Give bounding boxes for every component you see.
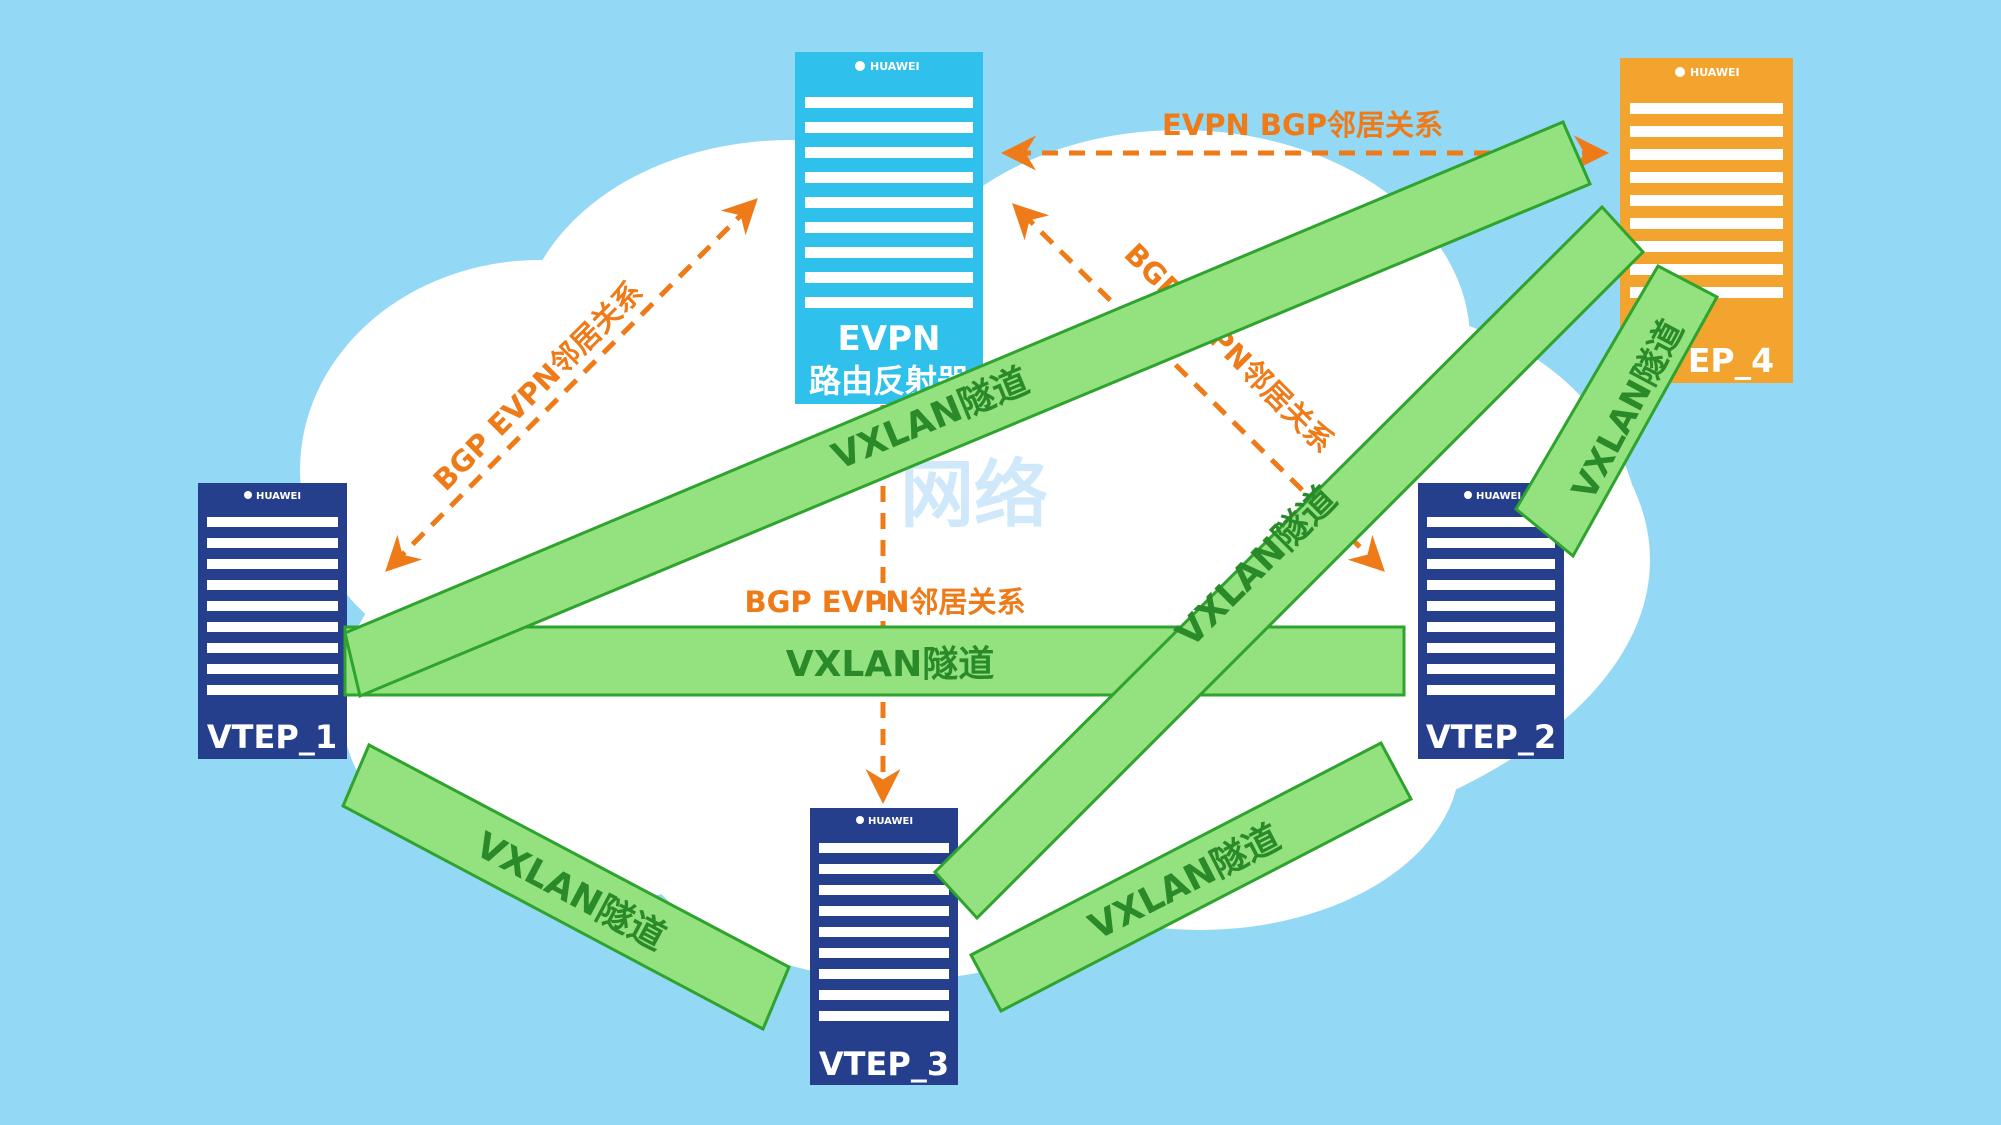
vent-line: [819, 969, 949, 979]
reflector-brand: HUAWEI: [870, 60, 920, 73]
vtep3-label: VTEP_3: [819, 1045, 949, 1083]
vent-line: [1630, 195, 1783, 206]
tunnel-label-vtep1-vtep2: VXLAN隧道: [786, 644, 995, 685]
vent-line: [207, 538, 338, 548]
vent-line: [805, 272, 973, 283]
vent-line: [1630, 103, 1783, 114]
vent-line: [805, 247, 973, 258]
huawei-logo: HUAWEI: [855, 60, 920, 73]
vent-line: [819, 906, 949, 916]
vent-line: [819, 1011, 949, 1021]
vtep4-vent-lines: [1630, 103, 1783, 298]
vent-line: [207, 643, 338, 653]
vtep2-label: VTEP_2: [1426, 718, 1556, 756]
vent-line: [207, 559, 338, 569]
vent-line: [207, 685, 338, 695]
tunnel-vtep2-vtep4: [1514, 264, 1720, 559]
vent-line: [819, 990, 949, 1000]
vent-line: [819, 948, 949, 958]
vent-line: [1630, 218, 1783, 229]
vent-line: [1427, 664, 1555, 674]
vtep1-label: VTEP_1: [207, 718, 337, 756]
vent-line: [805, 197, 973, 208]
evpn-route-reflector: HUAWEI EVPN 路由反射器: [795, 52, 983, 404]
vent-line: [1427, 580, 1555, 590]
vent-line: [1427, 538, 1555, 548]
vent-line: [819, 927, 949, 937]
vent-line: [1427, 622, 1555, 632]
vent-line: [1427, 559, 1555, 569]
vxlan-tunnels: [341, 120, 1720, 1032]
vent-line: [819, 864, 949, 874]
vtep-3-device: HUAWEI VTEP_3: [810, 808, 958, 1085]
vent-line: [1630, 264, 1783, 275]
cloud-label: 网络: [900, 452, 1048, 538]
vent-line: [1630, 149, 1783, 160]
vtep-1-device: HUAWEI VTEP_1: [198, 483, 347, 759]
reflector-label-line1: EVPN: [838, 319, 941, 359]
vent-line: [819, 885, 949, 895]
vtep2-brand: HUAWEI: [1476, 491, 1521, 502]
vtep4-brand: HUAWEI: [1690, 66, 1740, 79]
vent-line: [207, 664, 338, 674]
vent-line: [1427, 643, 1555, 653]
vtep1-vent-lines: [207, 517, 338, 695]
vent-line: [805, 147, 973, 158]
vent-line: [805, 222, 973, 233]
vent-line: [805, 172, 973, 183]
vtep3-brand: HUAWEI: [868, 816, 913, 827]
vent-line: [1630, 126, 1783, 137]
bgp-arrow-left: [385, 198, 758, 572]
vtep3-vent-lines: [819, 843, 949, 1021]
vent-line: [207, 517, 338, 527]
vent-line: [805, 122, 973, 133]
vent-line: [1630, 172, 1783, 183]
bgp-label-center: BGP EVPN邻居关系: [744, 585, 1025, 619]
vent-line: [207, 601, 338, 611]
tunnel-vtep1-vtep4: [343, 120, 1592, 699]
vent-line: [207, 580, 338, 590]
vent-line: [805, 297, 973, 308]
vtep1-brand: HUAWEI: [256, 491, 301, 502]
vtep4-label: EP_4: [1688, 341, 1774, 380]
vtep2-vent-lines: [1427, 517, 1555, 695]
vent-line: [207, 622, 338, 632]
vent-line: [805, 97, 973, 108]
tunnel-vtep3-vtep2: [968, 740, 1414, 1014]
bgp-label-top: EVPN BGP邻居关系: [1162, 108, 1443, 142]
tunnel-vtep1-vtep3: [341, 742, 791, 1032]
tunnel-vtep3-vtep4: [932, 204, 1646, 921]
vent-line: [1427, 601, 1555, 611]
vent-line: [1630, 241, 1783, 252]
vent-line: [819, 843, 949, 853]
vent-line: [1427, 517, 1555, 527]
vent-line: [1427, 685, 1555, 695]
reflector-vent-lines: [805, 97, 973, 308]
